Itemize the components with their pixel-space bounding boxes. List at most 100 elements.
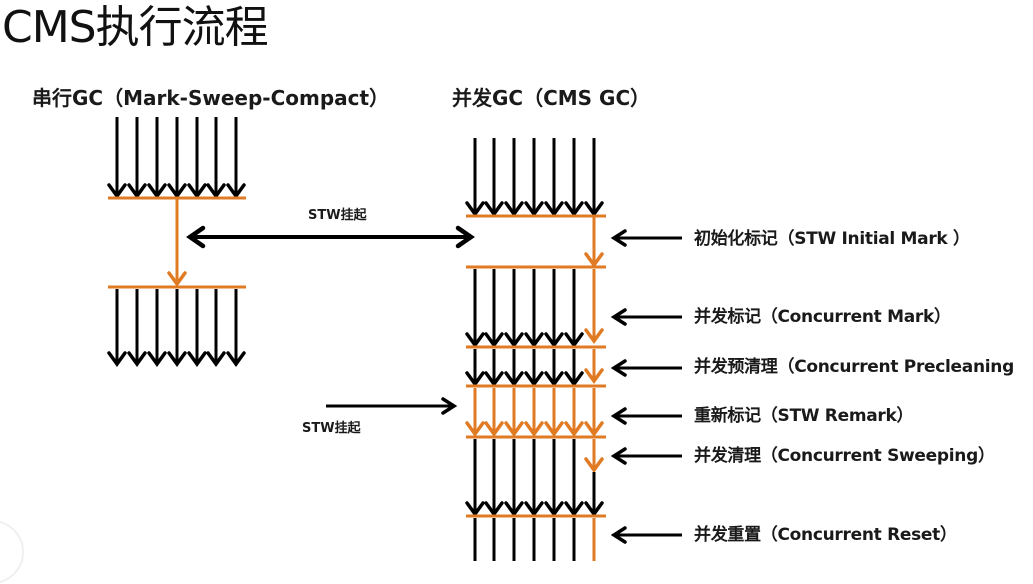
serial-app-thread-after-2-head [127,351,147,367]
serial-app-thread-after-4 [167,289,187,367]
cms-app-thread-sweeping-3-head [504,501,524,517]
cms-app-thread-precleaning-6 [564,349,584,387]
pointer-arrow-sweeping [610,447,682,465]
serial-gc-thread [167,199,187,287]
cms-app-thread-precleaning-6-head [564,371,584,387]
cms-app-thread-initial-5-head [544,201,564,217]
cms-app-thread-initial-2 [484,138,504,217]
pointer-arrow-initial-mark [610,229,682,247]
cms-gc-thread-remark-7 [584,388,604,437]
cms-app-thread-initial-7-head [584,201,604,217]
cms-app-thread-concurrent-mark-4 [524,269,544,348]
stw-double-arrow-left-head [186,225,206,249]
phase-initial-mark: 初始化标记（STW Initial Mark ） [694,229,970,249]
cms-app-thread-initial-6 [564,138,584,217]
pointer-arrow-sweeping-head [610,447,627,465]
cms-app-thread-precleaning-1-head [465,371,485,387]
serial-app-thread-after-5 [187,289,207,367]
cms-app-thread-initial-6-head [564,201,584,217]
phase-concurrent-reset: 并发重置（Concurrent Reset） [694,525,957,545]
cms-gc-thread-remark-7-head [584,421,604,437]
cms-app-thread-precleaning-3 [504,349,524,387]
cms-app-thread-sweeping-2 [484,439,504,517]
serial-app-thread-before-2-head [127,183,147,199]
cms-app-thread-concurrent-mark-2-head [484,332,504,348]
serial-stw-double-arrow [186,225,475,249]
cms-gc-thread-remark-5-head [544,421,564,437]
page-title: CMS执行流程 [2,2,269,53]
cms-app-thread-initial-1 [465,138,485,217]
cms-app-thread-sweeping-3 [504,439,524,517]
cms-app-thread-concurrent-mark-4-head [524,332,544,348]
cms-gc-thread-sweeping-head [584,457,604,473]
cms-app-thread-precleaning-1 [465,349,485,387]
cms-app-thread-sweeping-5-head [544,501,564,517]
cms-app-thread-concurrent-mark-6 [564,269,584,348]
cms-gc-thread-remark-3 [504,388,524,437]
cms-app-thread-initial-1-head [465,201,485,217]
cms-gc-thread-remark-4-head [524,421,544,437]
phase-remark: 重新标记（STW Remark） [694,406,914,426]
cms-app-thread-initial-3-head [504,201,524,217]
cms-app-thread-concurrent-mark-1 [465,269,485,348]
serial-app-thread-before-5-head [187,183,207,199]
cms-gc-thread-sweeping [584,439,604,473]
remark-stw-arrow [326,397,458,415]
serial-app-thread-before-7 [226,117,246,199]
serial-app-thread-before-4-head [167,183,187,199]
cms-app-thread-resumed-head [584,501,604,517]
cms-app-thread-sweeping-4 [524,439,544,517]
cms-app-thread-initial-4-head [524,201,544,217]
cms-gc-thread-initial-mark [584,217,604,268]
cms-app-thread-initial-4 [524,138,544,217]
cms-gc-thread-remark-2-head [484,421,504,437]
pointer-arrow-initial-mark-head [610,229,627,247]
phase-pointers [326,229,682,544]
serial-app-thread-after-3 [147,289,167,367]
serial-app-thread-after-6-head [206,351,226,367]
cms-gc-thread-remark-4 [524,388,544,437]
cms-gc-thread-remark-5 [544,388,564,437]
cms-app-thread-resumed [584,472,604,517]
pointer-arrow-reset-head [610,526,627,544]
pointer-arrow-reset [610,526,682,544]
cms-app-thread-precleaning-5-head [544,371,564,387]
cms-app-thread-sweeping-2-head [484,501,504,517]
serial-app-thread-before-7-head [226,183,246,199]
serial-gc-thread-head [167,271,187,287]
serial-app-thread-after-2 [127,289,147,367]
pointer-arrow-precleaning-head [610,359,627,377]
serial-app-thread-before-1-head [107,183,127,199]
cms-app-thread-initial-2-head [484,201,504,217]
cms-app-thread-sweeping-1-head [465,501,485,517]
cms-app-thread-precleaning-2 [484,349,504,387]
cms-app-thread-sweeping-6-head [564,501,584,517]
serial-app-thread-after-4-head [167,351,187,367]
cms-gc-thread-remark-6-head [564,421,584,437]
serial-app-thread-before-4 [167,117,187,199]
cms-app-thread-sweeping-4-head [524,501,544,517]
serial-app-thread-after-7-head [226,351,246,367]
cms-app-thread-initial-5 [544,138,564,217]
concurrent-gc-heading: 并发GC（CMS GC） [452,86,651,110]
pointer-arrow-remark-head [610,407,627,425]
cms-app-thread-concurrent-mark-2 [484,269,504,348]
serial-app-thread-after-1 [107,289,127,367]
cms-app-thread-precleaning-3-head [504,371,524,387]
cms-gc-thread-precleaning-head [584,368,604,384]
stw-double-arrow-right-head [455,225,475,249]
serial-app-thread-before-5 [187,117,207,199]
pointer-arrow-concurrent-mark [610,308,682,326]
cms-app-thread-concurrent-mark-5-head [544,332,564,348]
cms-flow-diagram [107,117,682,561]
serial-stw-label: STW挂起 [308,208,367,223]
cms-app-thread-precleaning-4-head [524,371,544,387]
pointer-arrow-concurrent-mark-head [610,308,627,326]
phase-concurrent-precleaning: 并发预清理（Concurrent Precleaning [694,357,1014,377]
remark-stw-label: STW挂起 [302,421,361,436]
cms-app-thread-concurrent-mark-3 [504,269,524,348]
cms-app-thread-concurrent-mark-6-head [564,332,584,348]
cms-gc-thread-initial-mark-head [584,252,604,268]
serial-app-thread-before-6 [206,117,226,199]
serial-app-thread-after-7 [226,289,246,367]
